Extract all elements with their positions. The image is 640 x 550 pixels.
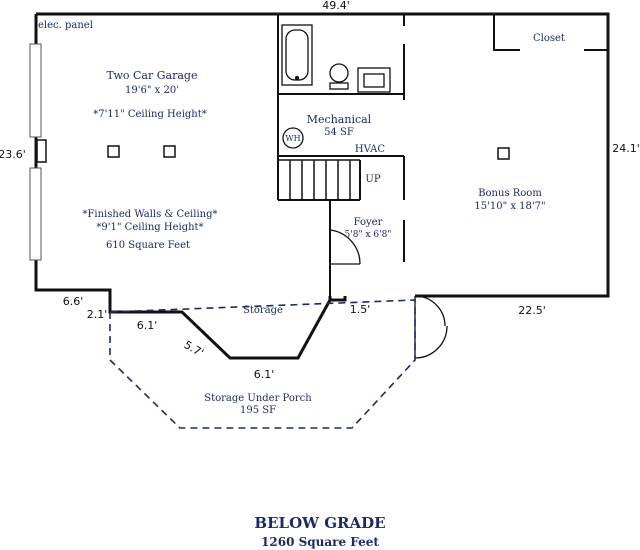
garage-door-upper [29, 43, 42, 138]
exterior-wall-main [36, 12, 610, 298]
garage-finish: *Finished Walls & Ceiling* [82, 209, 217, 220]
porch-storage-name: Storage Under Porch [204, 393, 312, 404]
bathtub-basin [285, 29, 309, 81]
foyer-size: 5'8" x 6'8" [345, 230, 392, 240]
door-swing-lower [414, 325, 448, 359]
dimension-garage-step-vertical: 2.1' [87, 308, 108, 321]
exterior-double-door [414, 295, 448, 359]
dimension-foyer-step: 1.5' [350, 303, 371, 316]
storage-label: Storage [243, 305, 283, 316]
exterior-walls [34, 12, 610, 360]
garage-size: 19'6" x 20' [125, 85, 179, 96]
stairs-up-label: UP [365, 174, 380, 185]
garage-ceiling: *7'11" Ceiling Height* [93, 109, 207, 120]
exterior-wall-garage-west [34, 14, 332, 360]
interior-walls [277, 14, 608, 296]
dimension-bottom-right: 22.5' [518, 304, 546, 317]
mechanical-area: 54 SF [324, 127, 354, 138]
garage-door-lower [29, 167, 42, 261]
stairs [278, 159, 360, 200]
dimension-porch-diagonal: 5.7' [182, 338, 206, 360]
bonus-room-name: Bonus Room [478, 188, 542, 199]
floor-subtitle: 1260 Square Feet [261, 535, 379, 549]
column-post [107, 145, 120, 158]
water-heater-icon [282, 127, 304, 149]
porch-storage-outline [109, 299, 416, 429]
bonus-room-size: 15'10" x 18'7" [474, 201, 545, 212]
exterior-wall-foyer-bottom [328, 296, 347, 302]
garage-area: 610 Square Feet [106, 240, 190, 251]
garage-door-post [36, 139, 47, 163]
door-swing-arc [329, 229, 361, 265]
door-swing-upper [414, 295, 446, 327]
dimension-left: 23.6' [0, 148, 26, 161]
wall-closet [493, 14, 520, 51]
elec-panel-label: elec. panel [38, 20, 93, 31]
hvac-label: HVAC [355, 144, 385, 155]
porch-storage-area: 195 SF [240, 405, 276, 416]
dimension-garage-step-horizontal: 6.6' [63, 295, 84, 308]
dimension-right: 24.1' [612, 142, 640, 155]
garage-ceiling-2: *9'1" Ceiling Height* [96, 222, 203, 233]
sink-basin [363, 73, 385, 88]
bath-fixtures [281, 24, 391, 93]
dimension-porch-left: 6.1' [137, 319, 158, 332]
columns [107, 145, 510, 160]
toilet-bowl [329, 63, 349, 83]
floor-title: BELOW GRADE [254, 514, 385, 532]
garage-doors [29, 43, 47, 261]
toilet-tank [329, 82, 349, 90]
column-post [497, 147, 510, 160]
water-heater-label: WH [285, 134, 300, 143]
mechanical-name: Mechanical [307, 113, 372, 126]
column-post [163, 145, 176, 158]
foyer-name: Foyer [354, 217, 383, 228]
dimension-porch-bottom: 6.1' [254, 368, 275, 381]
closet-label: Closet [533, 33, 565, 44]
garage-name: Two Car Garage [107, 69, 198, 82]
foyer-door [329, 229, 361, 265]
bathtub-drain [294, 75, 300, 81]
dimension-top: 49.4' [322, 0, 350, 12]
